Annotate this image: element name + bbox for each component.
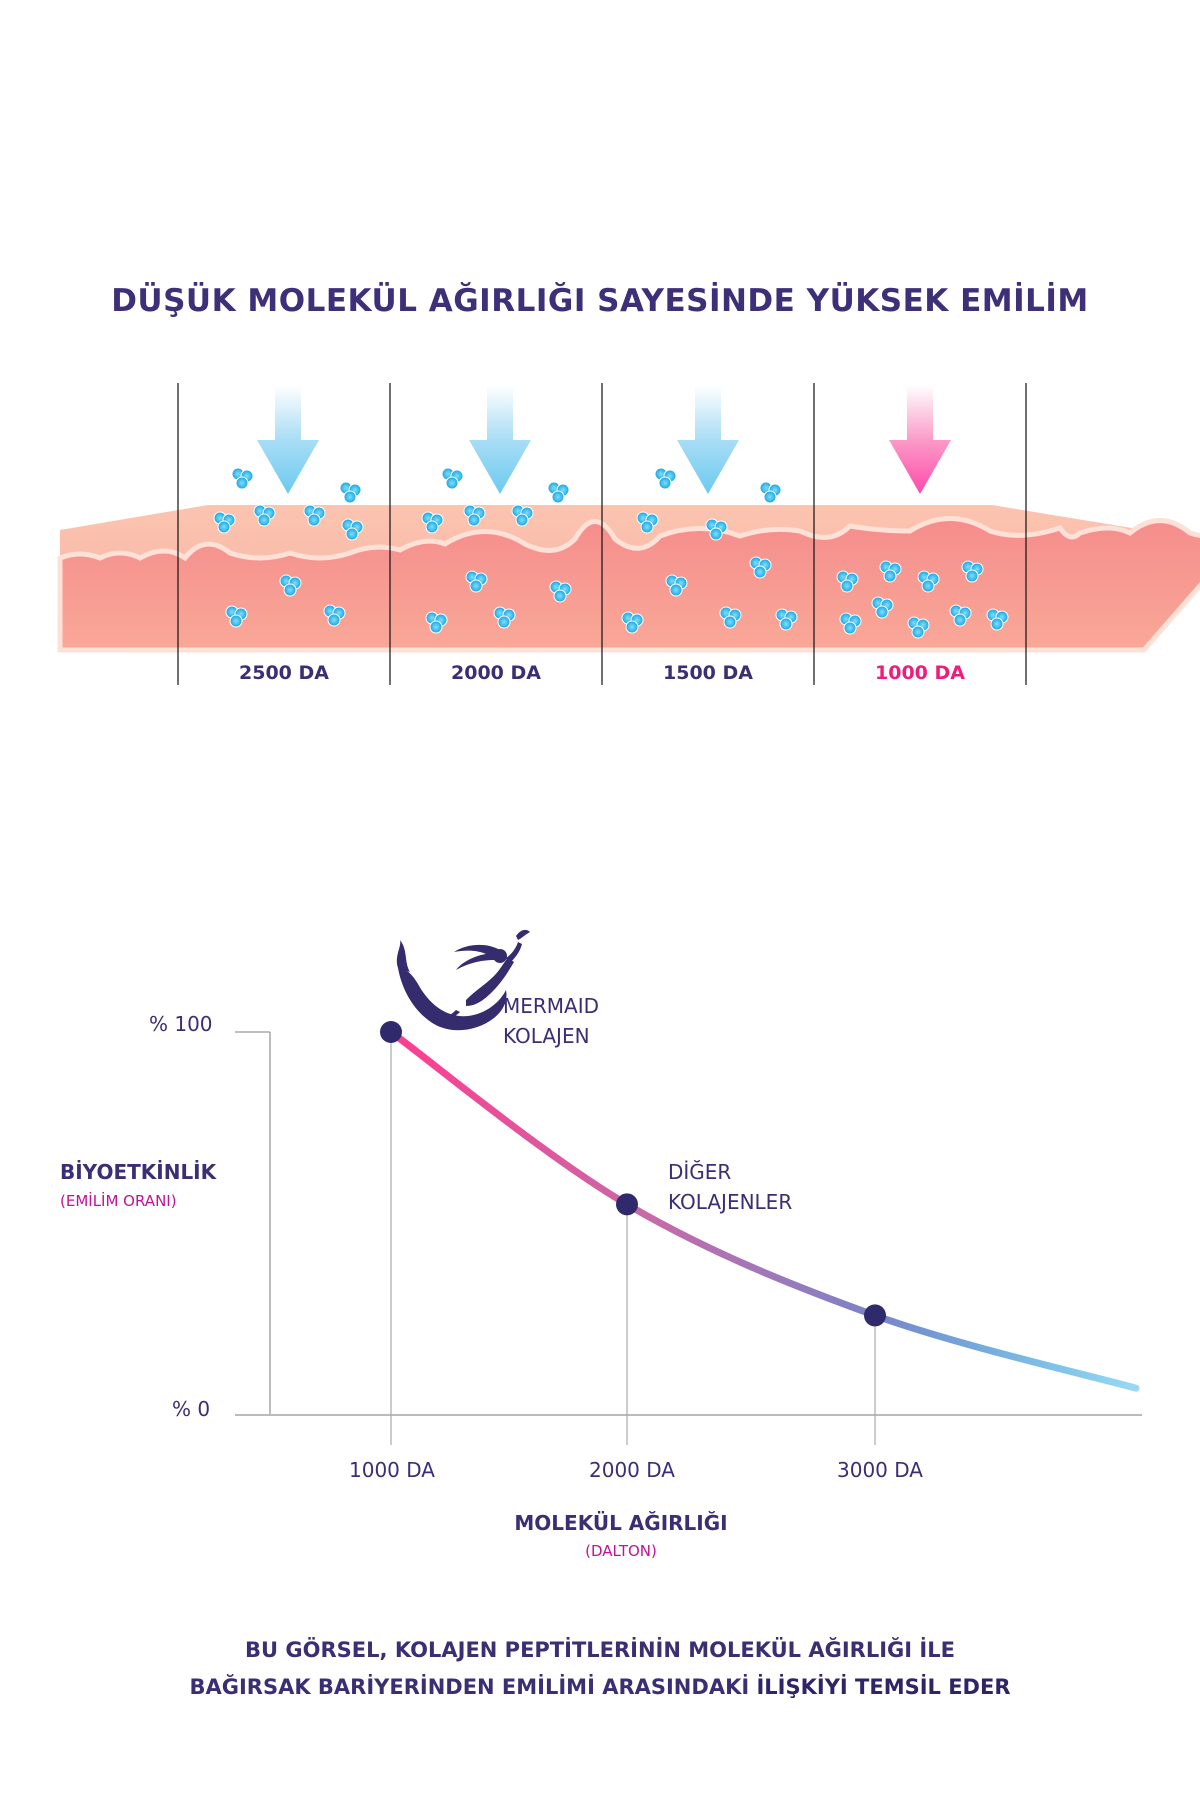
skin-absorption-diagram [57, 383, 1200, 685]
absorption-curve [387, 1028, 1140, 1392]
molecule-icon [705, 518, 728, 541]
molecule-icon [279, 574, 302, 597]
y-tick-100: % 100 [149, 1012, 213, 1036]
x-tick-label: 3000 DA [837, 1458, 923, 1482]
molecule-icon [917, 570, 940, 593]
molecule-icon [665, 574, 688, 597]
molecule-icon [749, 556, 772, 579]
page-title: DÜŞÜK MOLEKÜL AĞIRLIĞI SAYESİNDE YÜKSEK … [111, 283, 1089, 319]
molecule-icon [231, 467, 254, 490]
molecule-icon [465, 570, 488, 593]
molecule-icon [547, 481, 570, 504]
footer-line2-text: BAĞIRSAK BARİYERİNDEN EMİLİMİ ARASINDAKİ [189, 1675, 757, 1699]
molecule-icon [425, 611, 448, 634]
molecule-icon [871, 596, 894, 619]
data-point [616, 1193, 638, 1216]
column-label-1500: 1500 DA [663, 662, 753, 684]
footer-line2: BAĞIRSAK BARİYERİNDEN EMİLİMİ ARASINDAKİ… [0, 1675, 1200, 1699]
molecule-icon [341, 518, 364, 541]
molecule-icon [719, 606, 742, 629]
molecule-icon [225, 605, 248, 628]
annotation-mermaid-line2: KOLAJEN [503, 1024, 590, 1048]
molecule-icon [636, 511, 659, 534]
absorption-arrow-icon [257, 385, 319, 494]
data-point [864, 1304, 886, 1327]
absorption-arrow-icon [889, 385, 951, 494]
molecule-icon [493, 606, 516, 629]
absorption-arrow-icon [469, 385, 531, 494]
molecule-icon [654, 467, 677, 490]
molecule-icon [775, 608, 798, 631]
absorption-arrow-icon [677, 385, 739, 494]
molecule-icon [839, 612, 862, 635]
column-label-1000: 1000 DA [875, 662, 965, 684]
y-axis-sublabel: (EMİLİM ORANI) [60, 1192, 177, 1210]
molecule-icon [323, 604, 346, 627]
molecule-icon [253, 504, 276, 527]
x-tick-label: 2000 DA [589, 1458, 675, 1482]
annotation-other-line2: KOLAJENLER [668, 1190, 793, 1214]
molecule-icon [879, 560, 902, 583]
molecule-icon [441, 467, 464, 490]
data-point [380, 1021, 402, 1043]
x-tick-label: 1000 DA [349, 1458, 435, 1482]
molecule-icon [303, 504, 326, 527]
molecule-icon [549, 580, 572, 603]
y-axis-label: BİYOETKİNLİK [60, 1160, 217, 1184]
y-tick-0: % 0 [172, 1397, 211, 1421]
column-label-2500: 2500 DA [239, 662, 329, 684]
x-axis-label: MOLEKÜL AĞIRLIĞI [514, 1511, 728, 1535]
molecule-icon [836, 570, 859, 593]
mermaid-logo-icon [396, 929, 530, 1031]
annotation-mermaid-line1: MERMAID [503, 994, 600, 1018]
molecule-icon [511, 504, 534, 527]
molecule-icon [907, 616, 930, 639]
column-label-2000: 2000 DA [451, 662, 541, 684]
annotation-other-line1: DİĞER [668, 1160, 732, 1184]
molecule-icon [213, 511, 236, 534]
x-axis-sublabel: (DALTON) [585, 1542, 657, 1560]
molecule-icon [986, 608, 1009, 631]
molecule-icon [961, 560, 984, 583]
footer-line1: BU GÖRSEL, KOLAJEN PEPTİTLERİNİN MOLEKÜL… [245, 1638, 955, 1662]
molecule-icon [621, 611, 644, 634]
molecule-icon [463, 504, 486, 527]
footer-line2-emphasis: İLİŞKİYİ TEMSİL EDER [756, 1675, 1011, 1699]
molecule-icon [949, 604, 972, 627]
molecule-icon [421, 511, 444, 534]
molecule-icon [759, 481, 782, 504]
molecule-icon [339, 481, 362, 504]
